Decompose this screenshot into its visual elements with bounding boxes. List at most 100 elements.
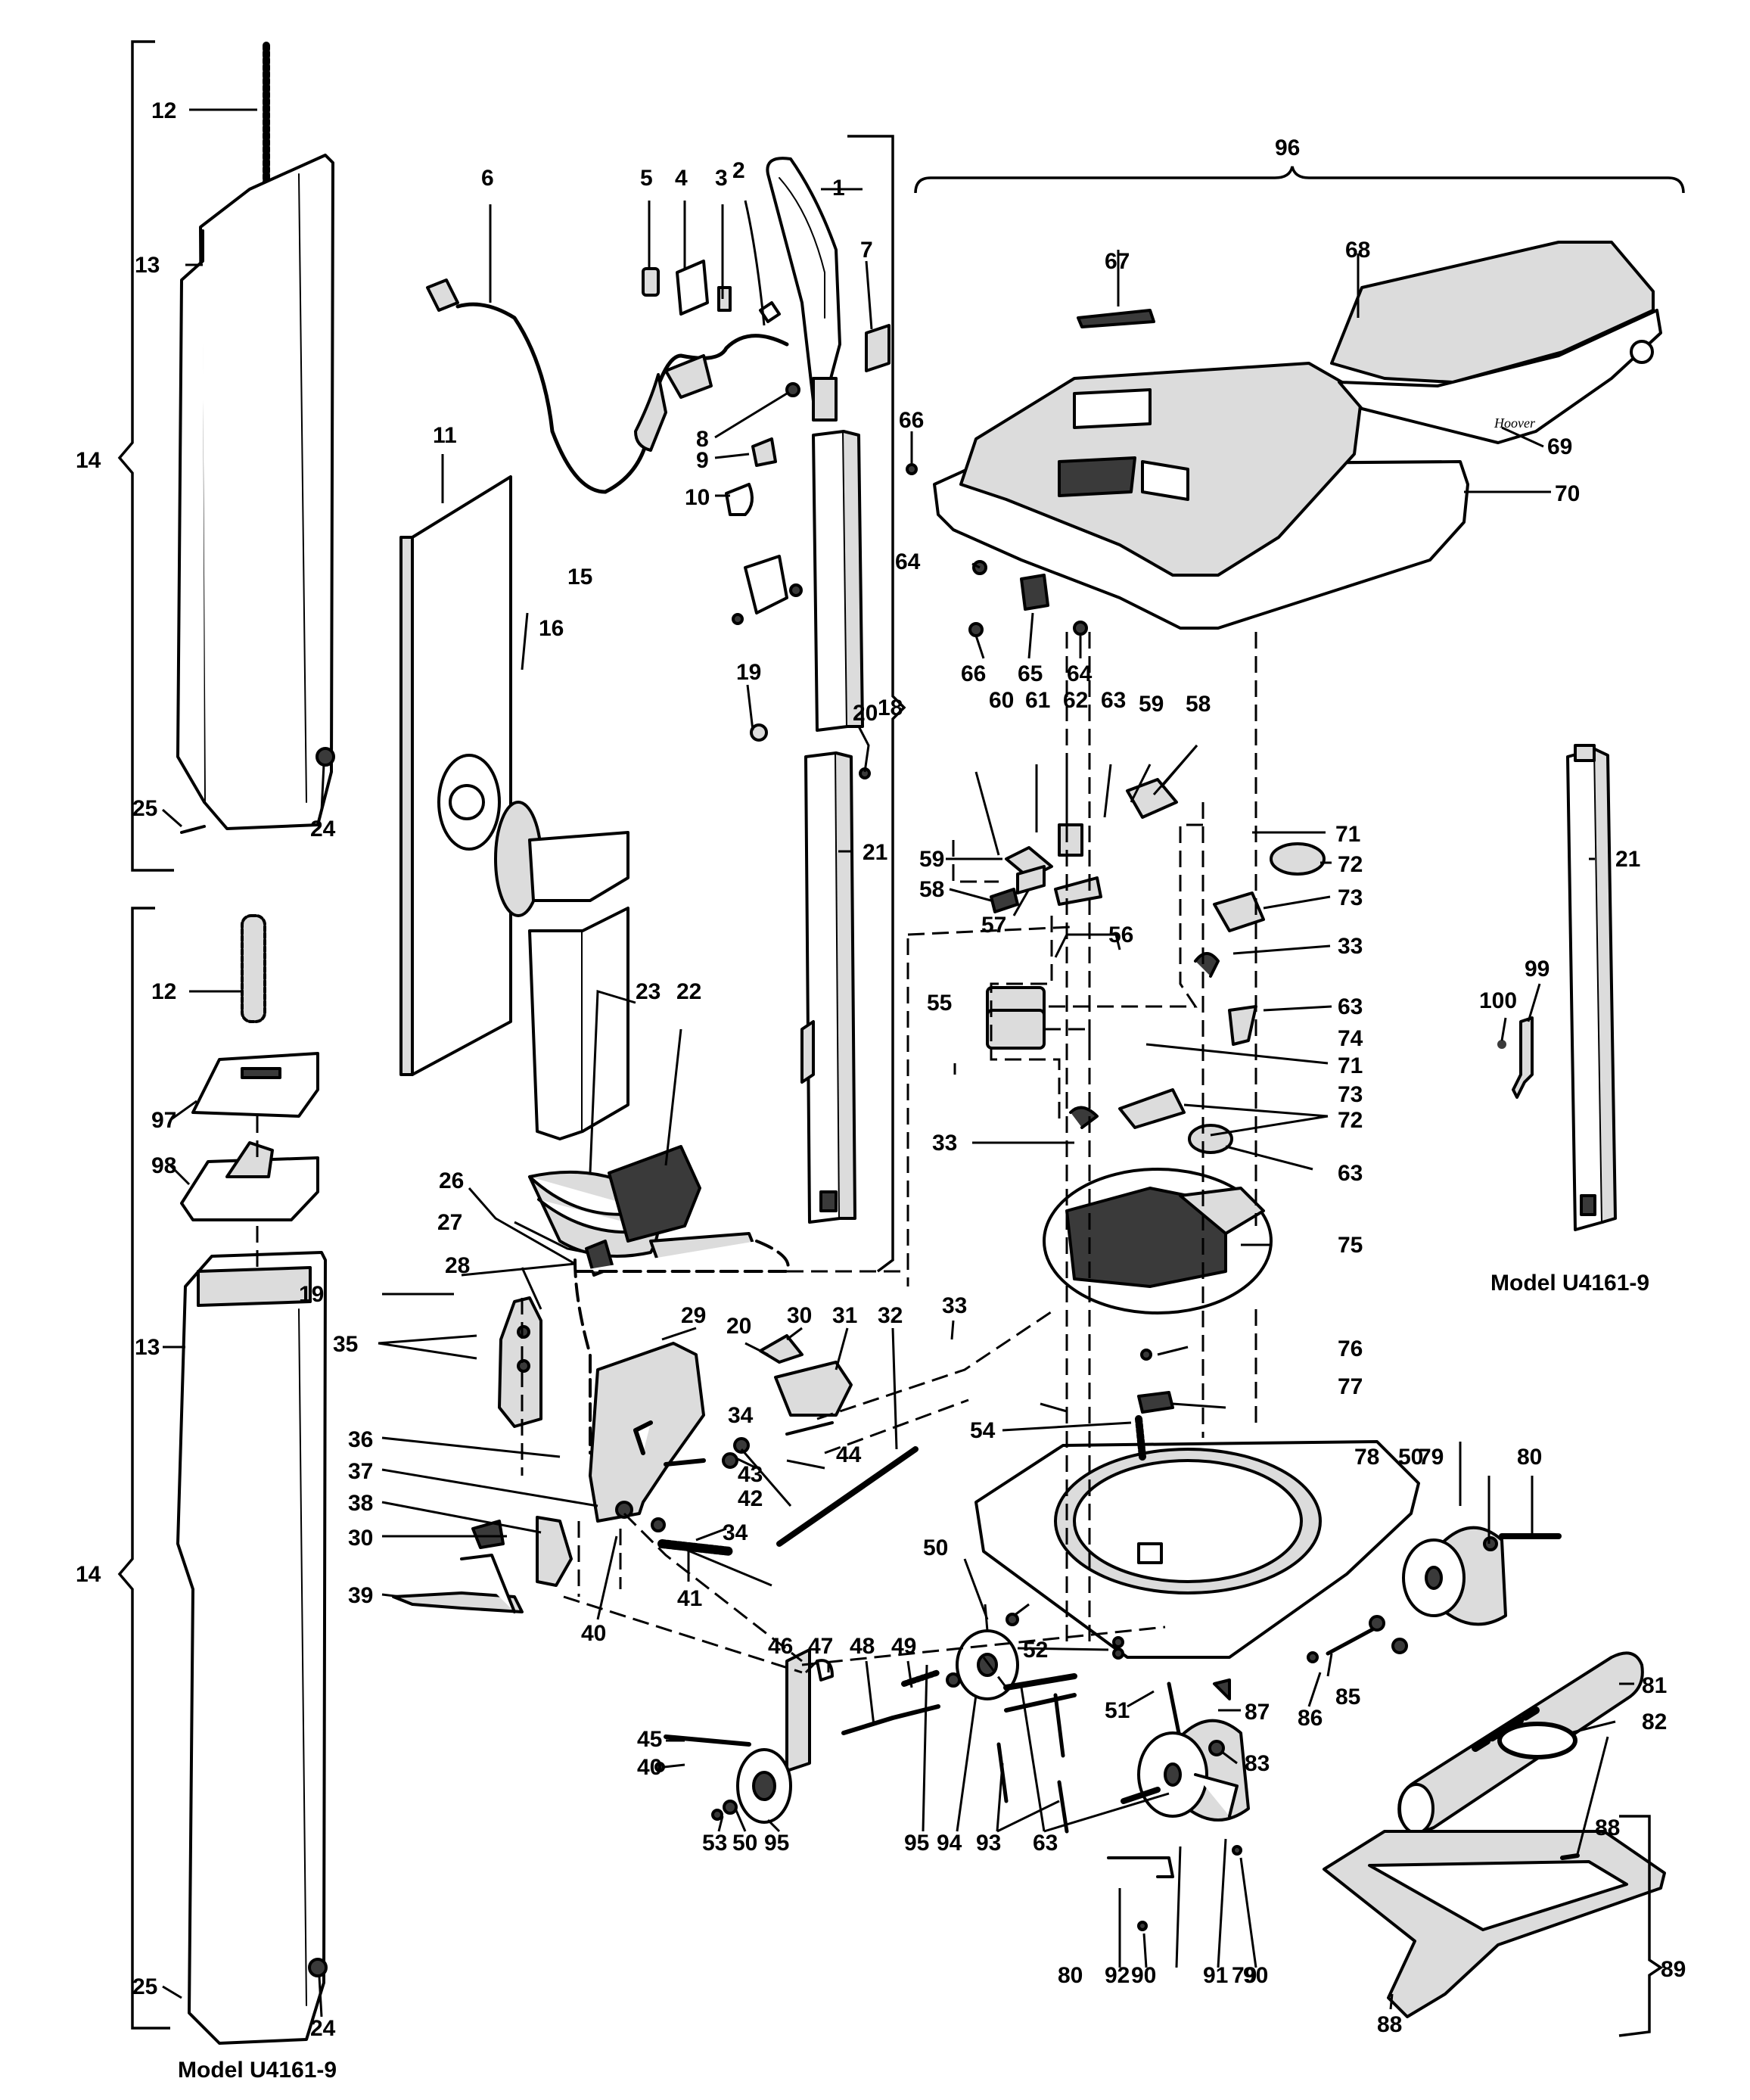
callout-33-lower: 33 [942, 1293, 967, 1318]
callout-18: 18 [878, 695, 903, 720]
callout-78: 78 [1354, 1445, 1379, 1470]
callout-49: 49 [891, 1634, 916, 1659]
callout-24-upper: 24 [310, 817, 336, 842]
axle-45 [654, 1734, 751, 1772]
callout-99: 99 [1525, 957, 1550, 982]
callout-20-upper: 20 [853, 701, 878, 726]
callout-32: 32 [878, 1303, 903, 1328]
switch-parts-2-5 [642, 260, 891, 372]
callout-44: 44 [836, 1442, 862, 1467]
callout-28: 28 [445, 1253, 470, 1278]
screw-100 [1497, 1040, 1506, 1049]
callout-93: 93 [976, 1831, 1001, 1856]
callout-19-lower: 19 [299, 1282, 324, 1307]
callout-16: 16 [539, 616, 564, 641]
callout-71-lower: 71 [1338, 1053, 1363, 1078]
callout-70: 70 [1555, 481, 1580, 506]
callout-37: 37 [348, 1459, 373, 1484]
callout-86: 86 [1298, 1706, 1323, 1731]
callout-50-lower: 50 [732, 1831, 757, 1856]
callout-62: 62 [1063, 688, 1088, 713]
callout-30-lower: 30 [348, 1526, 373, 1551]
rear-wheel-79-right [1402, 1526, 1562, 1626]
callout-63-motor: 63 [1338, 1161, 1363, 1186]
bracket-14-lower [117, 907, 155, 1952]
callout-33-right: 33 [1338, 934, 1363, 959]
bag-panel-11 [399, 475, 512, 1076]
callout-63-upper: 63 [1101, 688, 1126, 713]
callout-19-upper: 19 [736, 660, 761, 685]
callout-30-upper: 30 [787, 1303, 812, 1328]
callout-88-lower: 88 [1377, 2012, 1402, 2037]
callout-95-center: 95 [904, 1831, 929, 1856]
callout-75: 75 [1338, 1233, 1363, 1258]
callout-1: 1 [832, 176, 845, 201]
height-adjuster-46-49 [785, 1648, 941, 1772]
callout-21-right: 21 [1615, 847, 1640, 872]
callout-80-upper: 80 [1517, 1445, 1542, 1470]
callout-73-lower: 73 [1338, 1082, 1363, 1107]
cord-plug-26-27 [573, 1232, 790, 1454]
callout-69: 69 [1547, 434, 1572, 459]
callout-56: 56 [1108, 922, 1133, 947]
callout-14-upper: 14 [76, 448, 101, 473]
callout-11: 11 [433, 423, 457, 448]
callout-72-upper: 72 [1338, 852, 1363, 877]
callout-27: 27 [437, 1210, 462, 1235]
callout-43: 43 [738, 1462, 763, 1487]
callout-63-right: 63 [1338, 994, 1363, 1019]
callout-3: 3 [715, 166, 728, 191]
callout-83: 83 [1245, 1751, 1270, 1776]
headlight-assemblies-71-74 [1069, 842, 1326, 1154]
hood-70 [933, 362, 1469, 630]
callout-76: 76 [1338, 1336, 1363, 1361]
callout-39: 39 [348, 1583, 373, 1608]
outer-bag-lower [176, 914, 328, 2045]
callout-80-lower: 80 [1058, 1963, 1083, 1988]
callout-91: 91 [1203, 1963, 1228, 1988]
motor-75 [1043, 1168, 1273, 1314]
rod-32 [776, 1446, 919, 1547]
callout-85: 85 [1335, 1685, 1360, 1710]
handle-grip-1 [766, 157, 841, 422]
callout-64-left: 64 [895, 549, 921, 574]
lower-tube-21 [750, 723, 871, 1224]
callout-58-lower: 58 [919, 877, 944, 902]
callout-92: 92 [1105, 1963, 1130, 1988]
callout-22: 22 [676, 979, 701, 1004]
callout-5: 5 [640, 166, 653, 191]
callout-40-upper: 40 [581, 1621, 606, 1646]
callout-10: 10 [685, 485, 710, 510]
callout-100: 100 [1479, 988, 1517, 1013]
callout-29: 29 [681, 1303, 706, 1328]
callout-38: 38 [348, 1491, 373, 1516]
release-lever-99 [1512, 1016, 1534, 1099]
callout-53: 53 [702, 1831, 727, 1856]
callout-79-lower: 79 [1232, 1963, 1257, 1988]
callout-46: 46 [768, 1634, 793, 1659]
callout-41: 41 [677, 1586, 702, 1611]
callout-68: 68 [1345, 238, 1370, 263]
cord-hooks-8-10 [725, 382, 800, 516]
callout-52: 52 [1023, 1638, 1048, 1663]
mounting-plate-28 [498, 1296, 542, 1428]
lever-38-30 [471, 1516, 573, 1587]
callout-47: 47 [808, 1634, 833, 1659]
headlight-lens-68-69 [1330, 241, 1662, 444]
callout-50-right: 50 [1398, 1445, 1423, 1470]
callout-26: 26 [439, 1168, 464, 1193]
bracket-18 [847, 135, 906, 1273]
wheel-95-left [711, 1748, 792, 1824]
callout-67: 67 [1105, 249, 1130, 274]
callout-15: 15 [567, 565, 592, 590]
axle-hardware-85-86 [1307, 1615, 1408, 1663]
callout-63-lower: 63 [1033, 1831, 1058, 1856]
callout-90-left: 90 [1131, 1963, 1156, 1988]
spring-54 [1135, 1415, 1146, 1461]
callout-61: 61 [1025, 688, 1050, 713]
callout-4: 4 [675, 166, 688, 191]
outer-bag-upper [176, 42, 334, 830]
callout-79-upper: 79 [1419, 1445, 1444, 1470]
callout-51: 51 [1105, 1698, 1130, 1723]
